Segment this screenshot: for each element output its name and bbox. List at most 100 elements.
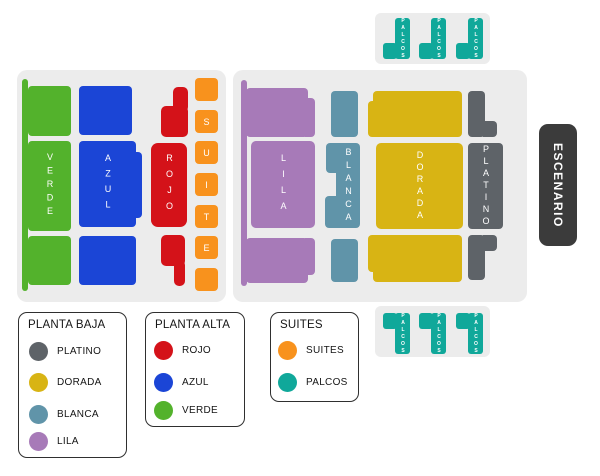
- verde-block-bottom[interactable]: [28, 236, 71, 285]
- rojo-block-top-bar[interactable]: [173, 87, 188, 112]
- palco-foot[interactable]: [419, 43, 433, 59]
- lila-side-strip[interactable]: [241, 80, 247, 286]
- dorada-block-bottom[interactable]: [373, 235, 462, 282]
- suite-letter: T: [203, 211, 210, 222]
- palco-head[interactable]: [419, 313, 433, 329]
- suite-box-6[interactable]: E: [195, 236, 218, 259]
- blanca-tab-bottom[interactable]: [325, 196, 340, 228]
- rojo-block-main[interactable]: ROJO: [151, 143, 187, 227]
- suite-box-3[interactable]: U: [195, 141, 218, 164]
- verde-block-top[interactable]: [28, 86, 71, 136]
- dorada-block-top-step[interactable]: [368, 101, 377, 137]
- dorada-color-swatch: [29, 373, 48, 392]
- legend-item-suites: SUITES: [278, 341, 344, 360]
- suite-letter: S: [203, 116, 210, 127]
- legend-item-label: DORADA: [57, 377, 102, 388]
- palco-foot[interactable]: [383, 43, 397, 59]
- legend-item-label: ROJO: [182, 345, 211, 356]
- legend-item-label: LILA: [57, 436, 79, 447]
- legend-item-lila: LILA: [29, 432, 79, 451]
- lila-label: LILA: [278, 152, 289, 217]
- rojo-label: ROJO: [164, 153, 175, 217]
- palco-label: PALCOS: [473, 17, 479, 60]
- azul-block-top[interactable]: [79, 86, 132, 135]
- palco-section-bottom-2[interactable]: PALCOS: [419, 313, 446, 355]
- legend-title: PLANTA BAJA: [28, 319, 106, 331]
- palco-section-bottom-3[interactable]: PALCOS: [456, 312, 483, 355]
- lila-block-top-step[interactable]: [305, 98, 315, 137]
- dorada-label: DORADA: [415, 150, 425, 222]
- palco-head[interactable]: [456, 313, 470, 329]
- lila-block-bottom[interactable]: [246, 238, 308, 283]
- legend-item-verde: VERDE: [154, 401, 218, 420]
- palco-label: PALCOS: [473, 312, 479, 355]
- legend-item-label: BLANCA: [57, 409, 99, 420]
- suite-box-7[interactable]: [195, 268, 218, 291]
- palco-bar[interactable]: PALCOS: [431, 313, 446, 355]
- suite-box-1[interactable]: [195, 78, 218, 101]
- lila-block-main[interactable]: LILA: [251, 141, 315, 228]
- suite-box-4[interactable]: I: [195, 173, 218, 196]
- blanca-tab-top[interactable]: [326, 143, 340, 173]
- azul-block-bottom[interactable]: [79, 236, 136, 285]
- azul-block-main-ext[interactable]: [134, 152, 142, 218]
- platino-block-top-foot[interactable]: [483, 121, 497, 137]
- legend-title: SUITES: [280, 319, 323, 331]
- palco-label: PALCOS: [436, 17, 442, 60]
- legend-suites: SUITES SUITES PALCOS: [270, 312, 359, 402]
- azul-color-swatch: [154, 373, 173, 392]
- palcos-color-swatch: [278, 373, 297, 392]
- blanca-block-main[interactable]: BLANCA: [336, 143, 360, 228]
- rojo-block-top-foot[interactable]: [161, 106, 188, 137]
- legend-item-label: AZUL: [182, 377, 209, 388]
- suite-box-2[interactable]: S: [195, 110, 218, 133]
- dorada-block-bottom-step[interactable]: [368, 235, 377, 272]
- rojo-block-bottom-narrow[interactable]: [174, 260, 185, 286]
- palco-foot[interactable]: [456, 43, 470, 59]
- suite-letter: E: [203, 242, 210, 253]
- legend-item-azul: AZUL: [154, 373, 209, 392]
- suites-color-swatch: [278, 341, 297, 360]
- platino-block-bottom-head[interactable]: [483, 235, 497, 251]
- palco-bar[interactable]: PALCOS: [395, 313, 410, 355]
- legend-item-label: PLATINO: [57, 346, 102, 357]
- palco-bar[interactable]: PALCOS: [395, 17, 410, 60]
- legend-item-label: VERDE: [182, 405, 218, 416]
- lila-color-swatch: [29, 432, 48, 451]
- palco-bar[interactable]: PALCOS: [431, 17, 446, 60]
- legend-item-palcos: PALCOS: [278, 373, 348, 392]
- palco-label: PALCOS: [400, 17, 406, 60]
- legend-item-label: SUITES: [306, 345, 344, 356]
- blanca-label: BLANCA: [343, 146, 354, 225]
- verde-side-strip[interactable]: [22, 79, 28, 291]
- platino-label: PLATINO: [481, 144, 491, 228]
- palco-section-top-2[interactable]: PALCOS: [419, 17, 446, 60]
- legend-item-label: PALCOS: [306, 377, 348, 388]
- legend-item-blanca: BLANCA: [29, 405, 99, 424]
- platino-block-bottom-bar[interactable]: [468, 235, 485, 280]
- legend-planta-baja: PLANTA BAJA PLATINO DORADA BLANCA LILA: [18, 312, 127, 458]
- palco-section-top-3[interactable]: PALCOS: [456, 17, 483, 60]
- rojo-color-swatch: [154, 341, 173, 360]
- azul-block-main[interactable]: AZUL: [79, 141, 136, 227]
- palco-head[interactable]: [383, 313, 397, 329]
- lila-block-bottom-step[interactable]: [305, 238, 315, 275]
- stage-label: ESCENARIO: [551, 142, 565, 228]
- dorada-block-top[interactable]: [373, 91, 462, 137]
- platino-block-top-bar[interactable]: [468, 91, 485, 137]
- palco-section-top-1[interactable]: PALCOS: [383, 17, 410, 60]
- palco-bar[interactable]: PALCOS: [468, 312, 483, 355]
- blanca-block-bottom[interactable]: [331, 239, 358, 282]
- palco-bar[interactable]: PALCOS: [468, 17, 483, 60]
- lila-block-top[interactable]: [246, 88, 308, 137]
- suite-box-5[interactable]: T: [195, 205, 218, 228]
- platino-block-main[interactable]: PLATINO: [468, 143, 503, 229]
- legend-item-dorada: DORADA: [29, 373, 102, 392]
- dorada-block-main[interactable]: DORADA: [376, 143, 463, 229]
- blanca-color-swatch: [29, 405, 48, 424]
- palco-section-bottom-1[interactable]: PALCOS: [383, 313, 410, 355]
- verde-block-main[interactable]: VERDE: [28, 141, 71, 231]
- azul-label: AZUL: [103, 153, 113, 215]
- blanca-block-top[interactable]: [331, 91, 358, 137]
